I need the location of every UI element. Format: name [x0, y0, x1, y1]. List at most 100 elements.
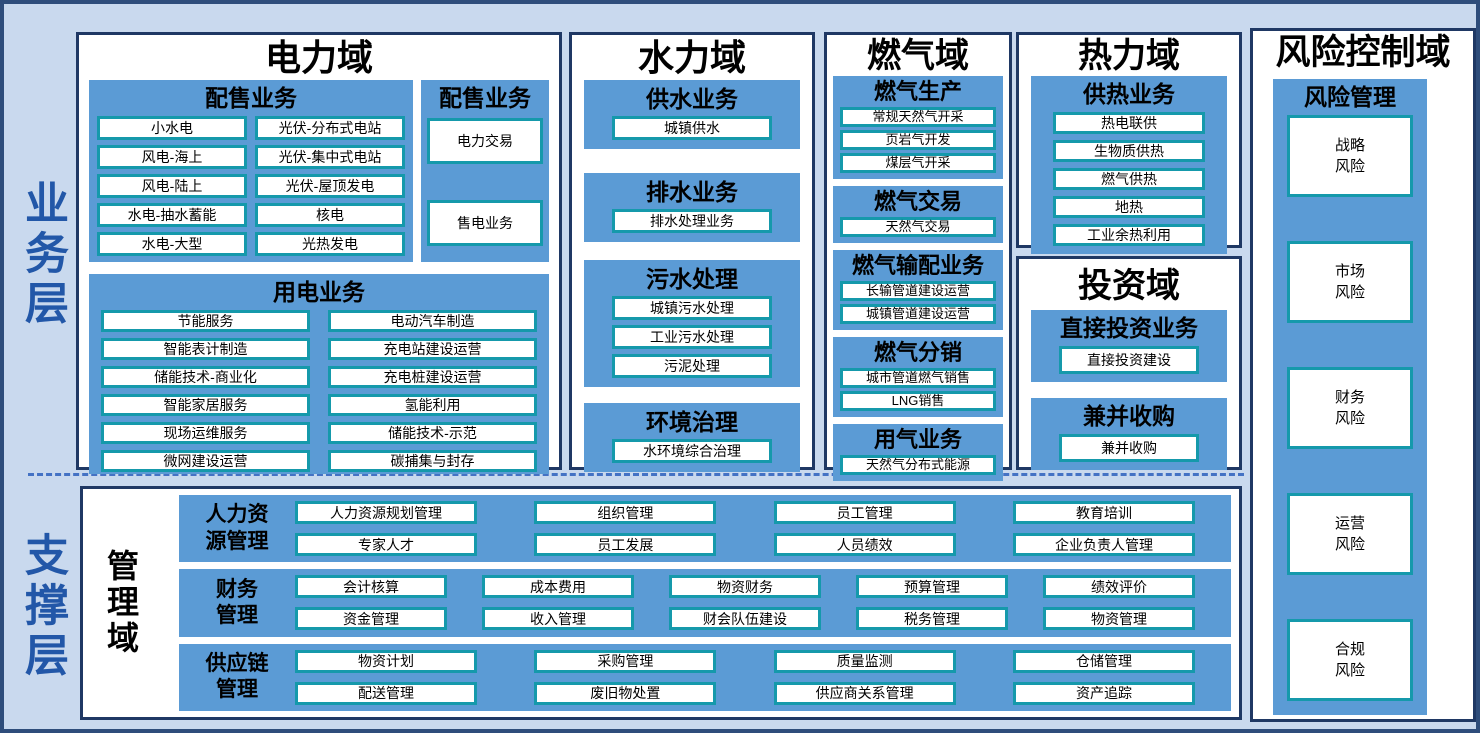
gas-trading-title: 燃气交易 — [873, 189, 962, 215]
item-box: 企业负责人管理 — [1012, 533, 1195, 557]
item-box: 员工管理 — [773, 501, 956, 525]
item-box: 仓储管理 — [1012, 649, 1195, 673]
item-box: 收入管理 — [482, 607, 634, 631]
water-drainage-items: 排水处理业务 — [596, 209, 788, 234]
item-box: 质量监测 — [773, 649, 956, 673]
item-box: 微网建设运营 — [101, 450, 310, 473]
water-supply-section: 供水业务 城镇供水 — [584, 80, 800, 150]
item-box: 财务 风险 — [1287, 367, 1413, 450]
item-box: 充电桩建设运营 — [328, 366, 537, 389]
power-domain: 电力域 配售业务 小水电光伏-分布式电站风电-海上光伏-集中式电站风电-陆上光伏… — [76, 32, 562, 475]
investment-domain: 投资域 直接投资业务 直接投资建设 兼并收购 兼并收购 — [1016, 256, 1242, 471]
item-box: 生物质供热 — [1053, 140, 1205, 163]
water-domain-title: 水力域 — [637, 37, 746, 78]
item-box: 物资财务 — [669, 575, 821, 599]
item-box: 员工发展 — [534, 533, 717, 557]
investment-direct-items: 直接投资建设 — [1041, 346, 1217, 375]
item-box: 人员绩效 — [773, 533, 956, 557]
gas-transmission-section: 燃气输配业务 长输管道建设运营城镇管道建设运营 — [833, 250, 1003, 331]
item-box: 物资管理 — [1043, 607, 1195, 631]
item-box: LNG销售 — [840, 391, 996, 412]
item-box: 预算管理 — [856, 575, 1008, 599]
gas-production-section: 燃气生产 常规天然气开采页岩气开发煤层气开采 — [833, 76, 1003, 180]
item-box: 成本费用 — [482, 575, 634, 599]
water-sewage-items: 城镇污水处理工业污水处理污泥处理 — [596, 296, 788, 379]
supply-chain-management-label: 供应链 管理 — [205, 652, 269, 702]
power-distribution-items: 小水电光伏-分布式电站风电-海上光伏-集中式电站风电-陆上光伏-屋顶发电水电-抽… — [97, 116, 405, 257]
item-box: 排水处理业务 — [612, 209, 772, 234]
item-box: 配送管理 — [295, 681, 477, 705]
item-box: 风电-海上 — [97, 145, 247, 170]
supply-chain-management-row: 供应链 管理 物资计划配送管理采购管理废旧物处置质量监测供应商关系管理仓储管理资… — [179, 643, 1231, 711]
investment-merger-items: 兼并收购 — [1041, 434, 1217, 463]
hr-management-row: 人力资 源管理 人力资源规划管理专家人才组织管理员工发展员工管理人员绩效教育培训… — [179, 495, 1231, 563]
item-box: 电动汽车制造 — [328, 310, 537, 333]
investment-direct-title: 直接投资业务 — [1060, 315, 1198, 342]
management-domain-title: 管理域 — [103, 549, 139, 657]
item-box: 充电站建设运营 — [328, 338, 537, 361]
layer-divider-line — [28, 473, 1244, 476]
investment-direct-section: 直接投资业务 直接投资建设 — [1031, 310, 1227, 383]
item-box: 光伏-分布式电站 — [255, 116, 405, 141]
item-box: 地热 — [1053, 196, 1205, 219]
item-group: 会计核算资金管理 — [295, 575, 447, 631]
finance-management-items: 会计核算资金管理成本费用收入管理物资财务财会队伍建设预算管理税务管理绩效评价物资… — [285, 575, 1221, 631]
finance-management-row: 财务 管理 会计核算资金管理成本费用收入管理物资财务财会队伍建设预算管理税务管理… — [179, 569, 1231, 637]
item-box: 合规 风险 — [1287, 619, 1413, 702]
power-trading-section: 配售业务 电力交易售电业务 — [421, 80, 549, 263]
heat-supply-section: 供热业务 热电联供生物质供热燃气供热地热工业余热利用 — [1031, 76, 1227, 255]
gas-trading-items: 天然气交易 — [838, 217, 998, 238]
item-box: 教育培训 — [1012, 501, 1195, 525]
investment-merger-title: 兼并收购 — [1083, 403, 1175, 430]
hr-management-items: 人力资源规划管理专家人才 组织管理员工发展 员工管理人员绩效 教育培训企业负责人管理 — [285, 501, 1221, 557]
item-box: 人力资源规划管理 — [295, 501, 477, 525]
gas-production-items: 常规天然气开采页岩气开发煤层气开采 — [838, 107, 998, 174]
item-box: 财会队伍建设 — [669, 607, 821, 631]
item-box: 售电业务 — [427, 200, 543, 247]
management-domain: 管理域 人力资 源管理 人力资源规划管理专家人才组织管理员工发展员工管理人员绩效… — [80, 486, 1242, 720]
item-box: 煤层气开采 — [840, 153, 996, 174]
item-group: 绩效评价物资管理 — [1043, 575, 1195, 631]
item-box: 氢能利用 — [328, 394, 537, 417]
item-box: 会计核算 — [295, 575, 447, 599]
item-box: 风电-陆上 — [97, 174, 247, 199]
item-group: 组织管理员工发展 — [534, 501, 717, 557]
risk-management-title: 风险管理 — [1304, 84, 1396, 111]
risk-management-items: 战略 风险市场 风险财务 风险运营 风险合规 风险 — [1273, 115, 1427, 702]
water-drainage-section: 排水业务 排水处理业务 — [584, 173, 800, 243]
heat-domain: 热力域 供热业务 热电联供生物质供热燃气供热地热工业余热利用 — [1016, 32, 1242, 255]
item-box: 工业污水处理 — [612, 325, 772, 350]
item-group: 质量监测供应商关系管理 — [773, 649, 956, 705]
item-box: 核电 — [255, 203, 405, 228]
item-box: 城市管道燃气销售 — [840, 368, 996, 389]
item-box: 资金管理 — [295, 607, 447, 631]
item-box: 城镇污水处理 — [612, 296, 772, 321]
item-box: 采购管理 — [534, 649, 717, 673]
item-box: 长输管道建设运营 — [840, 281, 996, 302]
item-box: 智能家居服务 — [101, 394, 310, 417]
risk-domain-title: 风险控制域 — [1275, 33, 1451, 72]
item-box: 电力交易 — [427, 118, 543, 165]
power-consumption-title: 用电业务 — [273, 279, 365, 306]
item-group: 仓储管理资产追踪 — [1012, 649, 1195, 705]
gas-distribution-title: 燃气分销 — [873, 340, 962, 366]
item-box: 运营 风险 — [1287, 493, 1413, 576]
item-group: 人力资源规划管理专家人才 — [295, 501, 477, 557]
item-box: 储能技术-示范 — [328, 422, 537, 445]
item-box: 天然气交易 — [840, 217, 996, 238]
gas-transmission-items: 长输管道建设运营城镇管道建设运营 — [838, 281, 998, 325]
water-sewage-section: 污水处理 城镇污水处理工业污水处理污泥处理 — [584, 260, 800, 388]
item-box: 常规天然气开采 — [840, 107, 996, 128]
item-box: 光伏-集中式电站 — [255, 145, 405, 170]
water-sewage-title: 污水处理 — [646, 266, 738, 293]
water-environment-section: 环境治理 水环境综合治理 — [584, 403, 800, 473]
investment-domain-title: 投资域 — [1078, 267, 1180, 305]
item-box: 绩效评价 — [1043, 575, 1195, 599]
item-box: 光热发电 — [255, 232, 405, 257]
item-box: 供应商关系管理 — [773, 681, 956, 705]
water-supply-items: 城镇供水 — [596, 116, 788, 141]
item-box: 页岩气开发 — [840, 130, 996, 151]
item-box: 小水电 — [97, 116, 247, 141]
